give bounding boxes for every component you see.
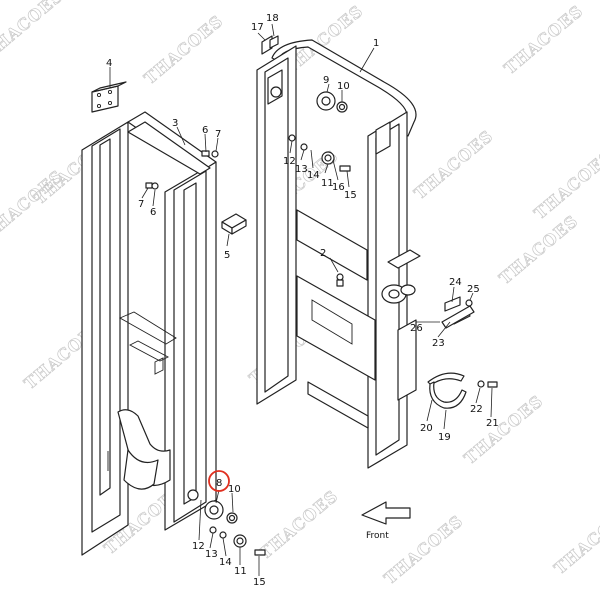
callout-8: 8 xyxy=(216,478,222,489)
callout-24: 24 xyxy=(449,277,462,288)
callout-4: 4 xyxy=(106,58,112,69)
callout-1: 1 xyxy=(373,38,379,49)
watermark: THACOES xyxy=(495,211,581,288)
callout-2: 2 xyxy=(320,248,326,259)
callout-18: 18 xyxy=(266,13,279,24)
callout-14-top: 14 xyxy=(307,170,320,181)
watermark: THACOES xyxy=(460,391,546,468)
front-arrow: Front xyxy=(361,501,411,541)
bracket-part-5 xyxy=(221,213,247,235)
highlight-ring xyxy=(208,470,230,492)
callout-16: 16 xyxy=(332,182,345,193)
callout-19: 19 xyxy=(438,432,451,443)
bracket-part-4 xyxy=(91,81,127,113)
callout-10-top: 10 xyxy=(337,81,350,92)
watermark: THACOES xyxy=(500,1,586,78)
callout-9: 9 xyxy=(323,75,329,86)
bottom-roller-assembly xyxy=(187,489,266,556)
pin-assembly xyxy=(441,296,475,329)
watermark: THACOES xyxy=(410,126,496,203)
grease-fitting xyxy=(336,273,344,287)
callout-6-left: 6 xyxy=(150,207,156,218)
callout-21: 21 xyxy=(486,418,499,429)
watermark: THACOES xyxy=(530,146,600,223)
callout-5: 5 xyxy=(224,250,230,261)
callout-10-bottom: 10 xyxy=(228,484,241,495)
watermark: THACOES xyxy=(380,511,466,588)
watermark: THACOES xyxy=(550,501,600,578)
callout-14-bottom: 14 xyxy=(219,557,232,568)
inner-mast xyxy=(256,39,421,469)
callout-7-top: 7 xyxy=(215,129,221,140)
band-clamp xyxy=(427,372,498,409)
watermark: THACOES xyxy=(0,0,67,63)
watermark: THACOES xyxy=(255,486,341,563)
callout-11-bottom: 11 xyxy=(234,566,247,577)
bolts-left xyxy=(145,150,219,190)
callout-7-left: 7 xyxy=(138,199,144,210)
callout-3: 3 xyxy=(172,118,178,129)
callout-13-bottom: 13 xyxy=(205,549,218,560)
watermark: THACOES xyxy=(140,11,226,88)
callout-25: 25 xyxy=(467,284,480,295)
outer-mast xyxy=(81,111,217,556)
callout-22: 22 xyxy=(470,404,483,415)
watermark: THACOES xyxy=(0,166,67,243)
callout-11-top: 11 xyxy=(321,178,334,189)
callout-17: 17 xyxy=(251,22,264,33)
callout-12-top: 12 xyxy=(283,156,296,167)
callout-23: 23 xyxy=(432,338,445,349)
callout-15-top: 15 xyxy=(344,190,357,201)
callout-13-top: 13 xyxy=(295,164,308,175)
leader-lines xyxy=(109,23,493,576)
callouts: 1 2 3 4 5 6 6 7 7 8 9 10 10 11 11 12 12 … xyxy=(106,13,499,588)
callout-26: 26 xyxy=(410,323,423,334)
callout-20: 20 xyxy=(420,423,433,434)
callout-6-top: 6 xyxy=(202,125,208,136)
callout-15-bottom: 15 xyxy=(253,577,266,588)
front-label: Front xyxy=(366,531,389,541)
callout-12-bottom: 12 xyxy=(192,541,205,552)
